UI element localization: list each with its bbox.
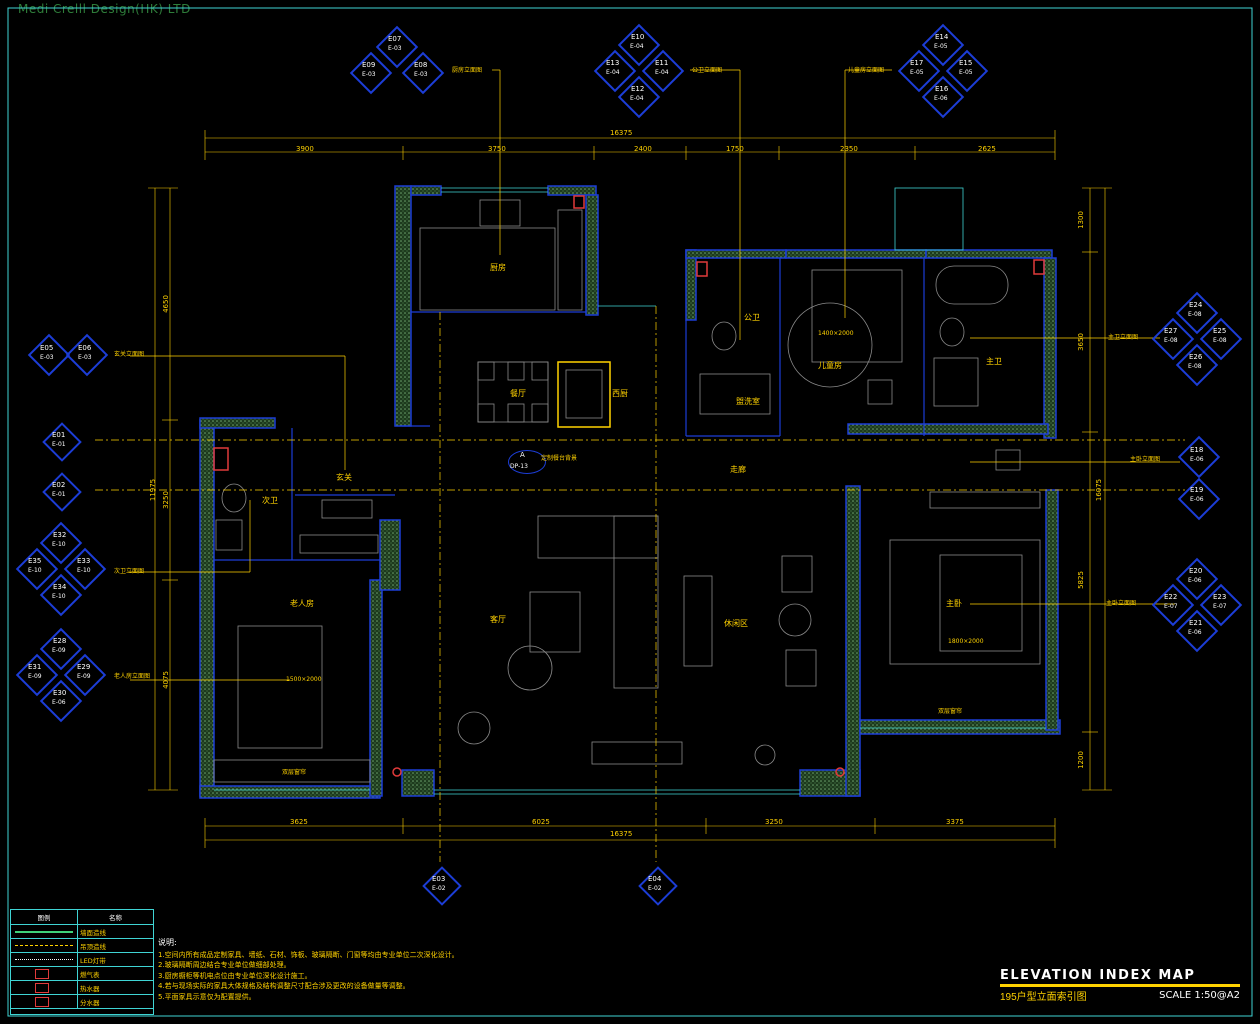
legend-header-name: 名称 [77, 910, 153, 925]
legend-header-symbol: 图例 [11, 910, 78, 925]
legend-item: 燃气表 [77, 966, 153, 981]
legend-item: 分水器 [77, 994, 153, 1009]
top-dimensions [204, 130, 1056, 160]
window-lines [214, 187, 1046, 795]
heater-icon [11, 980, 78, 995]
left-dimensions [148, 187, 178, 791]
drawing-scale: SCALE 1:50@A2 [1159, 990, 1240, 1001]
note-item: 5.平面家具示意仅为配置提供。 [158, 992, 256, 1001]
note-item: 3.厨房橱柜等机电点位由专业单位深化设计施工。 [158, 971, 312, 980]
right-dimensions [1082, 187, 1112, 791]
legend-symbol [11, 938, 78, 953]
notes-title: 说明: [158, 938, 177, 947]
general-notes: 说明: 1.空间内所有成品定制家具、墙纸、石材、饰板、玻璃隔断、门窗等均由专业单… [158, 938, 678, 1003]
legend-symbol [11, 924, 78, 939]
legend-symbol [11, 952, 78, 967]
axis-lines [95, 306, 1185, 862]
legend-item: LED灯带 [77, 952, 153, 967]
leader-lines [130, 69, 1180, 681]
legend-table: 图例 名称 墙面造线 吊顶造线 LED灯带 燃气表 热水器 分水器 [10, 909, 154, 1015]
watermark: Medi Crelll Design(HK) LTD [18, 2, 191, 16]
west-kitchen-island [557, 361, 611, 428]
bottom-dimensions [204, 818, 1056, 848]
note-item: 2.玻璃隔断周边结合专业单位做细部处理。 [158, 961, 291, 970]
utility-markers [213, 195, 1045, 777]
legend-item: 墙面造线 [77, 924, 153, 939]
legend-item: 吊顶造线 [77, 938, 153, 953]
note-item: 1.空间内所有成品定制家具、墙纸、石材、饰板、玻璃隔断、门窗等均由专业单位二次深… [158, 950, 459, 959]
legend-item: 热水器 [77, 980, 153, 995]
drawing-title: ELEVATION INDEX MAP [1000, 968, 1240, 987]
title-block: ELEVATION INDEX MAP 195户型立面索引图 SCALE 1:5… [1000, 968, 1240, 1005]
water-divider-icon [11, 994, 78, 1009]
furniture [213, 199, 1041, 783]
partitions [214, 258, 925, 561]
gas-meter-icon [11, 966, 78, 981]
drawing-subtitle: 195户型立面索引图 [1000, 992, 1087, 1003]
walls [199, 185, 1061, 799]
sheet-border [7, 7, 1253, 1017]
note-item: 4.若与现场实际的家具大体规格及结构调整尺寸配合涉及更改的设备做量等调整。 [158, 982, 410, 991]
